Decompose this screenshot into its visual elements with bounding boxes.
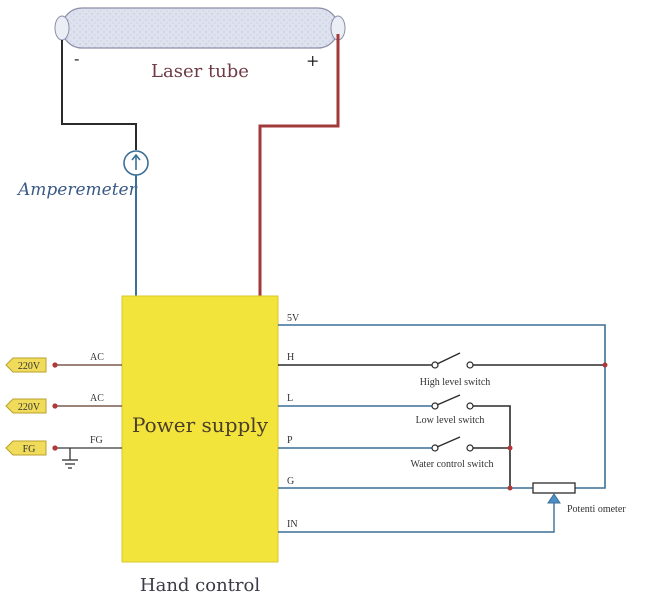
potentiometer-icon bbox=[532, 482, 576, 504]
input-node-1 bbox=[52, 362, 58, 368]
input-tag-1-label: 220V bbox=[18, 361, 41, 372]
ground-icon bbox=[62, 448, 78, 469]
power-supply-label: Power supply bbox=[132, 413, 269, 437]
wire-in bbox=[278, 503, 555, 533]
negative-wire bbox=[61, 40, 137, 150]
input-tag-3 bbox=[5, 440, 47, 456]
wire-l-right bbox=[473, 405, 511, 488]
input-tag-3-label: FG bbox=[23, 444, 36, 455]
wire-5v bbox=[278, 324, 606, 489]
low-level-switch-label: Low level switch bbox=[416, 415, 485, 426]
laser-tube-label: Laser tube bbox=[151, 61, 249, 82]
input-terminal-3: FG bbox=[90, 435, 103, 446]
positive-wire bbox=[258, 34, 340, 296]
node-g bbox=[507, 485, 513, 491]
high-level-switch-label: High level switch bbox=[420, 377, 491, 388]
tube-minus-label: - bbox=[74, 49, 79, 68]
ammeter-label: Amperemeter bbox=[16, 180, 138, 200]
low-level-switch bbox=[431, 394, 474, 410]
input-node-2 bbox=[52, 403, 58, 409]
high-level-switch bbox=[431, 352, 474, 369]
tube-plus-label: + bbox=[306, 51, 319, 70]
water-control-switch-label: Water control switch bbox=[410, 459, 493, 470]
ammeter-icon bbox=[123, 150, 149, 176]
input-tag-2-label: 220V bbox=[18, 402, 41, 413]
input-terminal-1: AC bbox=[90, 352, 104, 363]
water-control-switch bbox=[431, 436, 474, 452]
input-tag-2 bbox=[5, 398, 47, 414]
node-p bbox=[507, 445, 513, 451]
hand-control-label: Hand control bbox=[140, 575, 260, 596]
input-terminal-2: AC bbox=[90, 393, 104, 404]
laser-tube bbox=[54, 7, 346, 49]
potentiometer-label: Potenti ometer bbox=[567, 504, 626, 515]
terminal-l: L bbox=[287, 393, 293, 404]
terminal-in: IN bbox=[287, 519, 298, 530]
terminal-p: P bbox=[287, 435, 293, 446]
input-node-3 bbox=[52, 445, 58, 451]
terminal-g: G bbox=[287, 476, 294, 487]
terminal-h: H bbox=[287, 352, 294, 363]
node-h bbox=[602, 362, 608, 368]
terminal-5v: 5V bbox=[287, 313, 300, 324]
power-supply-box bbox=[121, 295, 279, 563]
input-tag-1 bbox=[5, 357, 47, 373]
